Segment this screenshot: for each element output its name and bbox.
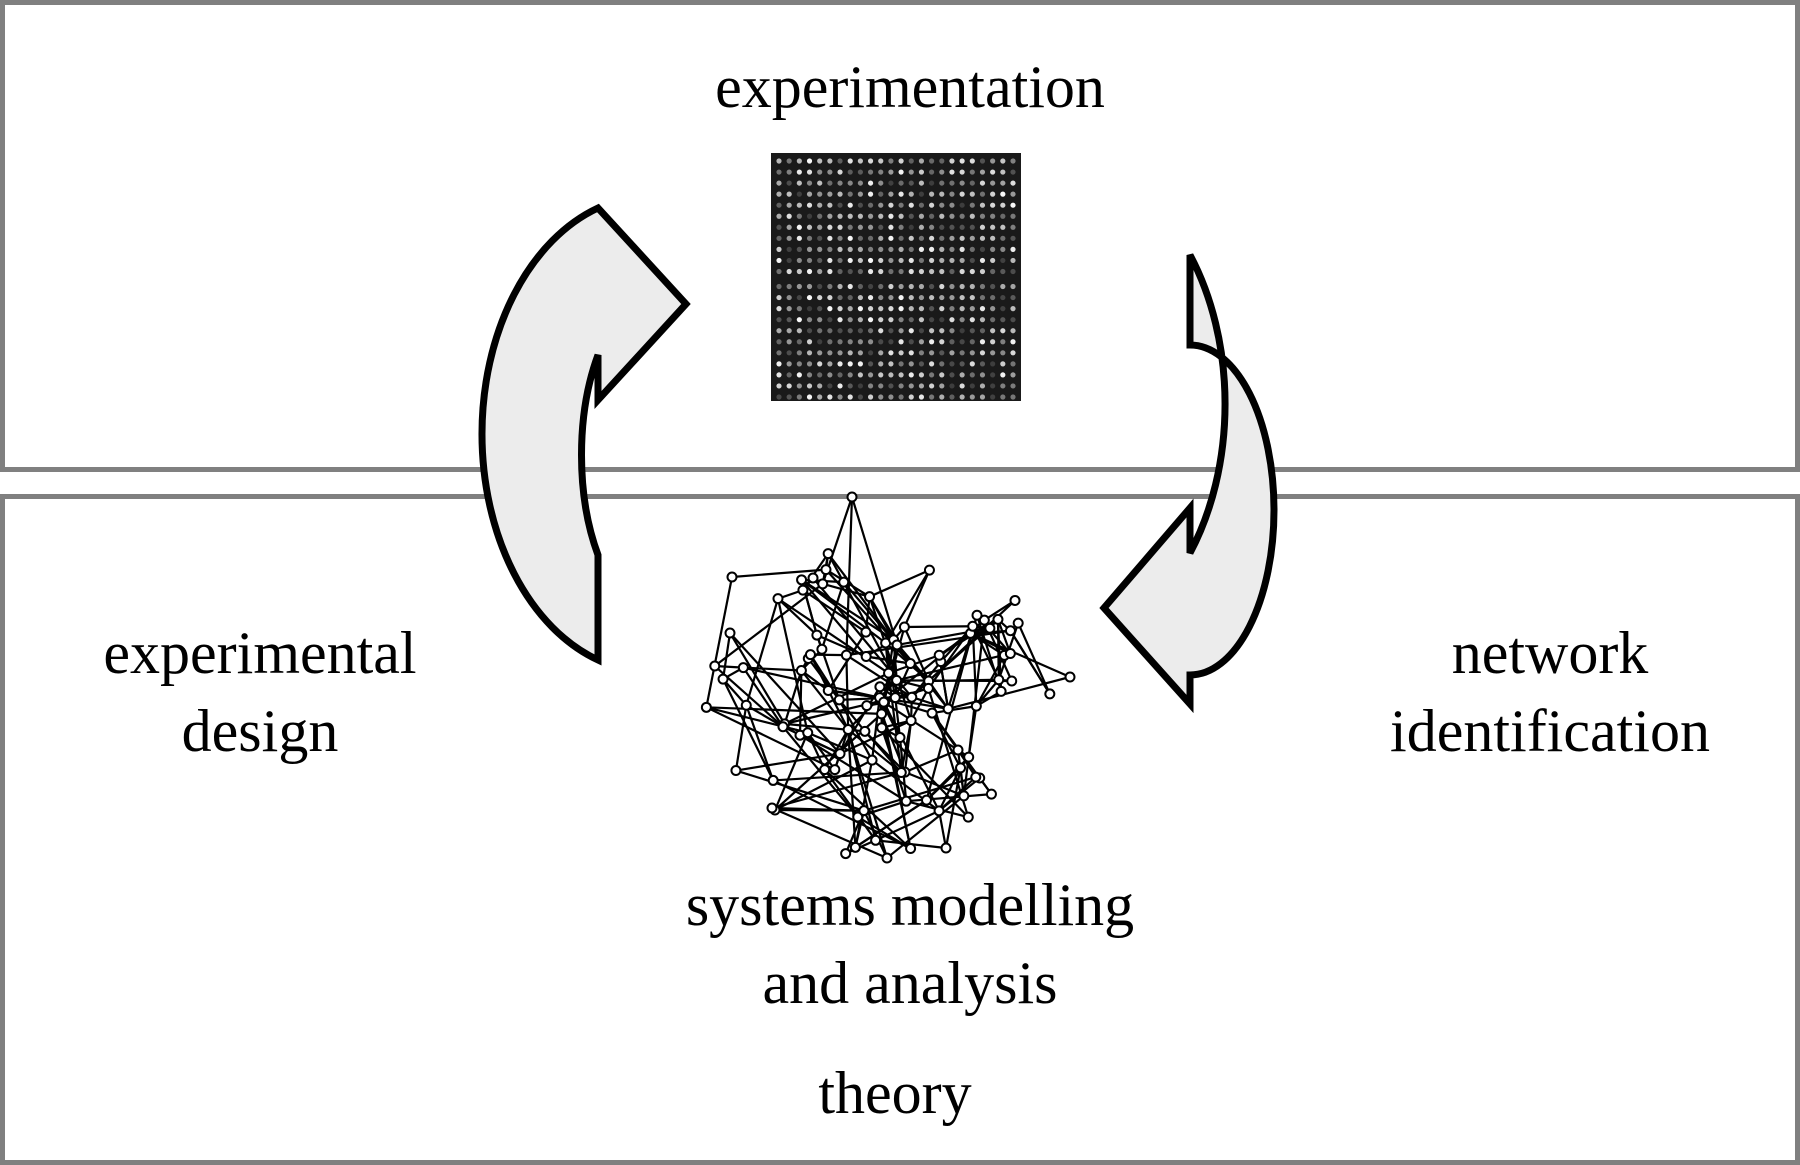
experimental-design-label: experimental design: [40, 614, 480, 770]
experimental-design-line2: design: [181, 698, 339, 764]
systems-modelling-line2: and analysis: [762, 950, 1058, 1016]
curved-arrow-down-icon: [1099, 253, 1278, 714]
experimental-design-line1: experimental: [103, 620, 417, 686]
experimentation-panel: [0, 0, 1800, 472]
experimentation-text: experimentation: [715, 54, 1105, 120]
systems-modelling-line1: systems modelling: [685, 872, 1135, 938]
systems-modelling-label: systems modelling and analysis: [560, 866, 1260, 1022]
network-graph-image-icon: [700, 491, 1076, 864]
curved-arrow-up-icon: [478, 203, 691, 666]
theory-text: theory: [818, 1060, 972, 1126]
network-identification-line1: network: [1451, 620, 1649, 686]
theory-label: theory: [695, 1054, 1095, 1132]
theory-panel: [0, 494, 1800, 1165]
network-identification-label: network identification: [1330, 614, 1770, 770]
network-identification-line2: identification: [1390, 698, 1710, 764]
microarray-image-icon: [771, 153, 1021, 401]
experimentation-label: experimentation: [610, 48, 1210, 126]
